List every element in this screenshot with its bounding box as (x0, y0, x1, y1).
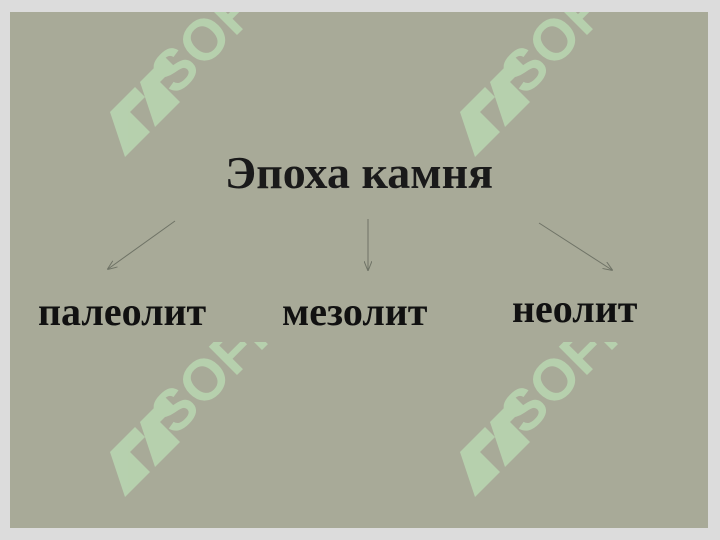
branch-label-paleolit: палеолит (38, 289, 207, 334)
diagram-arrows (10, 219, 708, 528)
arrow-to-neolit (538, 222, 612, 270)
slide: SOFF SOFF SOFF (10, 12, 708, 528)
branch-label-neolit: неолит (512, 286, 638, 331)
branch-label-mezolit: мезолит (282, 289, 428, 334)
diagram-title: Эпоха камня (225, 147, 493, 198)
arrow-to-paleolit (108, 220, 176, 269)
